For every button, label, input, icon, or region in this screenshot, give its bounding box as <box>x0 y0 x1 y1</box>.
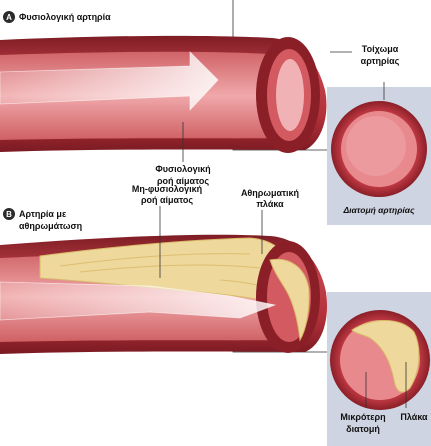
wall-label-2: αρτηρίας <box>361 56 400 66</box>
panel-a: A Φυσιολογική αρτηρία Φυσιολογική ροή αί… <box>0 0 431 225</box>
section-caption: Διατομή αρτηρίας <box>342 205 415 215</box>
small-lumen-label-2: διατομή <box>346 424 380 434</box>
artery-a-opening-lumen <box>276 59 304 131</box>
wall-label-1: Τοίχωμα <box>362 44 399 54</box>
panel-a-title: Φυσιολογική αρτηρία <box>19 12 111 22</box>
abnormal-flow-label-2: ροή αίματος <box>141 195 193 205</box>
badge-a: A <box>6 13 12 22</box>
badge-b: B <box>6 210 12 219</box>
plaque-short-label: Πλάκα <box>400 412 428 422</box>
panel-b-title-2: αθηρωμάτωση <box>19 221 82 231</box>
cross-section-a-lumen-hi <box>346 116 406 176</box>
normal-flow-label-1: Φυσιολογική <box>155 164 210 174</box>
plaque-label-2: πλάκα <box>256 199 284 209</box>
small-lumen-label-1: Μικρότερη <box>340 412 385 422</box>
plaque-label-1: Αθηρωματική <box>241 188 299 198</box>
panel-b-title-1: Αρτηρία με <box>19 209 67 219</box>
abnormal-flow-label-1: Μη-φυσιολογική <box>132 184 202 194</box>
